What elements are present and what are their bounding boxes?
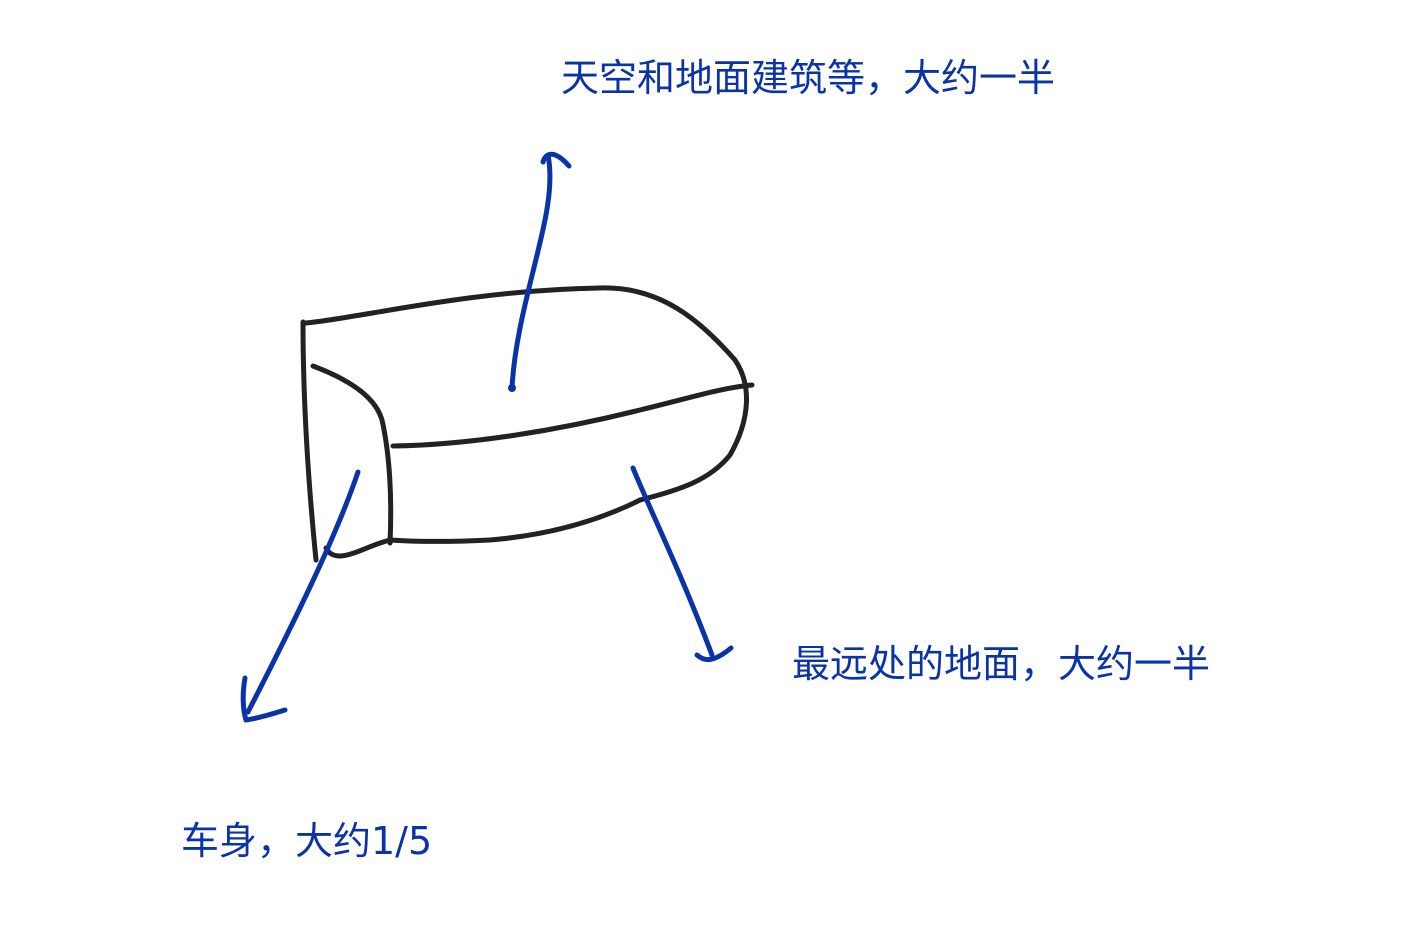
sky-label: 天空和地面建筑等，大约一半	[561, 56, 1056, 100]
horizon-line	[390, 382, 755, 449]
arrowhead-up	[540, 151, 572, 169]
arrowhead-left	[240, 675, 288, 723]
outer-left-edge	[300, 319, 319, 563]
ground-label: 最远处的地面，大约一半	[792, 642, 1211, 686]
inner-left-curve	[310, 363, 394, 546]
arrow-right	[630, 465, 715, 658]
arrow-up-origin	[508, 384, 516, 392]
lens-shape-sketch	[300, 285, 755, 563]
bottom-contour	[387, 497, 643, 544]
top-contour	[303, 285, 749, 503]
bottom-hook	[323, 537, 393, 559]
body-label: 车身，大约1/5	[181, 819, 433, 863]
arrowhead-right	[694, 645, 734, 663]
annotation-arrows	[240, 151, 734, 723]
arrow-up	[509, 152, 553, 391]
arrow-left	[245, 469, 361, 715]
